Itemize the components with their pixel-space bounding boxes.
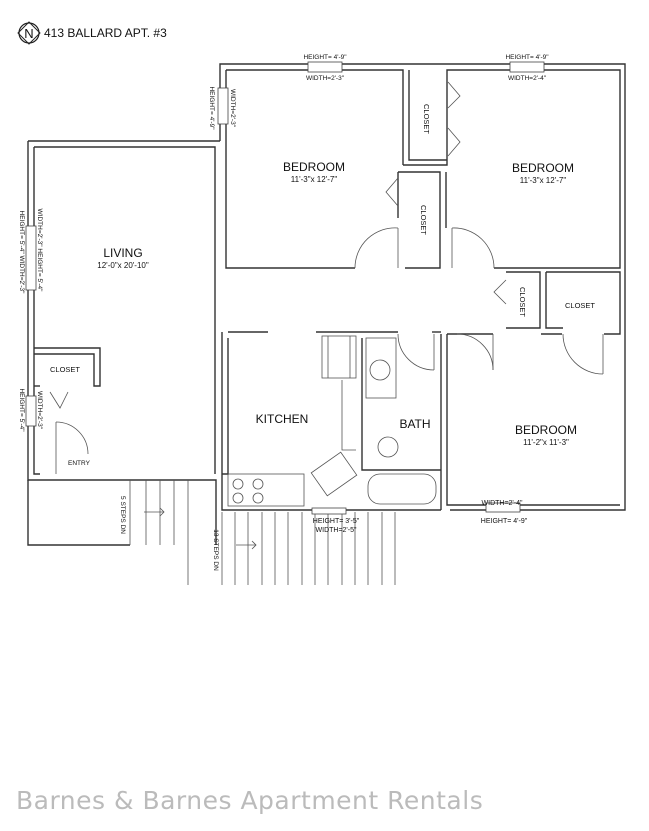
- bedroom-1-size: 11'-3"x 12'-7": [291, 175, 338, 184]
- window-7-width: WIDTH=2'-5": [316, 527, 357, 534]
- walls: [27, 63, 626, 546]
- living-size: 12'-0"x 20'-10": [97, 261, 149, 270]
- bedroom-3-size: 11'-2"x 11'-3": [523, 438, 569, 447]
- window-8-width: WIDTH=2'-4": [482, 500, 523, 507]
- window-markers: [25, 61, 545, 515]
- bedroom-3-name: BEDROOM: [515, 423, 577, 437]
- watermark: Barnes & Barnes Apartment Rentals: [16, 786, 484, 815]
- closet-label-bedroom-3: CLOSET: [565, 301, 595, 310]
- window-6-height: HEIGHT= 5'-4": [18, 388, 25, 432]
- fixtures: [227, 335, 437, 507]
- stairs: [129, 480, 396, 585]
- window-6-width: WIDTH=2'-3": [36, 391, 43, 430]
- bath-name: BATH: [399, 417, 430, 431]
- window-1-height: HEIGHT= 4'-9": [303, 54, 347, 61]
- bedroom-1-name: BEDROOM: [283, 160, 345, 174]
- living-name: LIVING: [103, 246, 142, 260]
- closet-label-living: CLOSET: [50, 365, 80, 374]
- window-2-height: HEIGHT= 4'-9": [505, 54, 549, 61]
- window-4-label: WIDTH=2'-3" HEIGHT= 5'-4": [36, 209, 43, 293]
- door-swings: [49, 81, 604, 474]
- compass-label: N: [24, 26, 33, 41]
- closet-label-bedroom-2: CLOSET: [422, 104, 431, 134]
- bedroom-2-name: BEDROOM: [512, 161, 574, 175]
- window-1-width: WIDTH=2'-3": [306, 75, 345, 82]
- stairs-up-label: 5 STEPS DN: [119, 496, 126, 534]
- window-2-width: WIDTH=2'-4": [508, 75, 547, 82]
- closet-label-hall: CLOSET: [518, 287, 527, 317]
- compass-icon: N: [17, 21, 41, 45]
- window-8-height: HEIGHT= 4'-9": [481, 518, 528, 525]
- bedroom-2-size: 11'-3"x 12'-7": [520, 176, 567, 185]
- window-3-width: WIDTH=2'-3": [229, 89, 236, 128]
- kitchen-name: KITCHEN: [256, 412, 309, 426]
- closet-label-bedroom-1: CLOSET: [419, 205, 428, 235]
- window-3-height: HEIGHT= 4'-9": [208, 86, 215, 130]
- window-5-label: HEIGHT= 5'-4" WIDTH=2'-3": [18, 211, 25, 295]
- entry-name: ENTRY: [68, 460, 91, 467]
- window-7-height: HEIGHT= 3'-5": [313, 518, 360, 525]
- plan-title: 413 BALLARD APT. #3: [44, 26, 167, 40]
- stairs-down-label: 13 STEPS DN: [212, 529, 219, 571]
